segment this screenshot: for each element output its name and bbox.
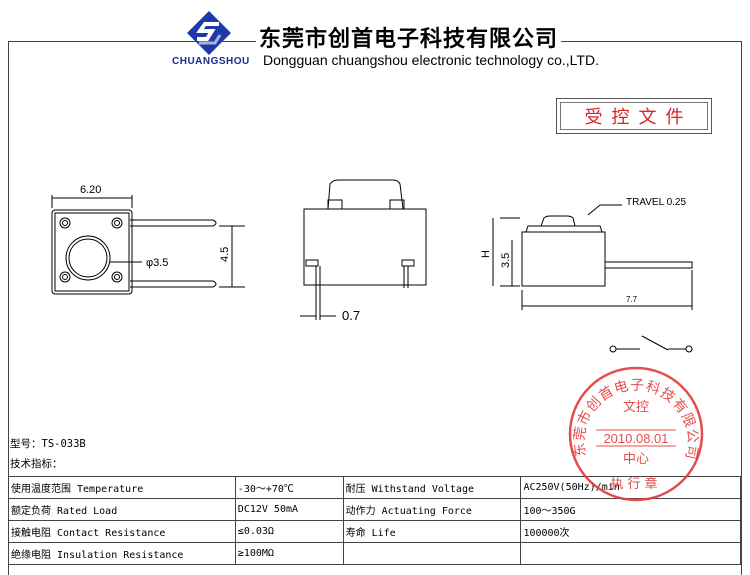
dim-diameter-label: φ3.5 xyxy=(146,257,168,269)
spec-cell: 额定负荷 Rated Load xyxy=(8,498,236,521)
right-border xyxy=(741,41,742,575)
spec-table: 使用温度范围 Temperature -30～+70℃ 耐压 Withstand… xyxy=(8,476,741,565)
dim-7-7-label: 7.7 xyxy=(626,295,638,304)
company-name-chinese: 东莞市创首电子科技有限公司 xyxy=(256,21,562,53)
spec-cell: ≤0.03Ω xyxy=(234,520,344,543)
spec-cell: ≥100MΩ xyxy=(234,542,344,565)
table-row: 额定负荷 Rated Load DC12V 50mA 动作力 Actuating… xyxy=(8,498,741,521)
dim-height-front-label: 4.5 xyxy=(219,247,231,262)
table-row: 使用温度范围 Temperature -30～+70℃ 耐压 Withstand… xyxy=(8,476,741,499)
spec-cell: 使用温度范围 Temperature xyxy=(8,476,236,499)
dim-pin-label: 0.7 xyxy=(342,308,360,323)
spec-cell: -30～+70℃ xyxy=(234,476,344,499)
stamp-line1: 文控 xyxy=(623,400,649,415)
svg-text:东莞市创首电子科技有限公司: 东莞市创首电子科技有限公司 xyxy=(572,378,701,462)
spec-cell: 接触电阻 Contact Resistance xyxy=(8,520,236,543)
spec-cell: DC12V 50mA xyxy=(234,498,344,521)
dim-width-label: 6.20 xyxy=(80,184,101,196)
table-row: 接触电阻 Contact Resistance ≤0.03Ω 寿命 Life 1… xyxy=(8,520,741,543)
technical-drawing: 6.20 φ3.5 4.5 0.7 TRAVEL 0.25 H 3.5 7.7 xyxy=(51,179,693,353)
stamp-date: 2010.08.01 xyxy=(603,431,668,446)
model-number: 型号：TS-033B xyxy=(10,438,86,450)
spec-cell xyxy=(342,542,522,565)
dim-h-label: H xyxy=(480,250,492,258)
company-logo-icon xyxy=(187,11,231,55)
stamp-bottom: 执行章 xyxy=(610,476,661,492)
spec-cell: 绝缘电阻 Insulation Resistance xyxy=(8,542,236,565)
spec-cell: 寿命 Life xyxy=(342,520,522,543)
spec-cell: 耐压 Withstand Voltage xyxy=(342,476,522,499)
company-stamp-icon: 东莞市创首电子科技有限公司 文控 2010.08.01 中心 执行章 xyxy=(568,366,704,502)
left-border xyxy=(8,41,9,575)
spec-cell: 动作力 Actuating Force xyxy=(342,498,522,521)
company-name-english: Dongguan chuangshou electronic technolog… xyxy=(261,52,601,68)
logo-wordmark: CHUANGSHOU xyxy=(172,56,250,67)
spec-cell: 100000次 xyxy=(520,520,741,543)
table-row: 绝缘电阻 Insulation Resistance ≥100MΩ xyxy=(8,542,741,565)
controlled-document-box: 受控文件 xyxy=(556,98,712,134)
stamp-line2: 中心 xyxy=(623,452,649,467)
controlled-document-label: 受控文件 xyxy=(584,107,693,128)
travel-label: TRAVEL 0.25 xyxy=(626,197,686,208)
dim-3-5-label: 3.5 xyxy=(500,253,512,268)
stamp-ring-text: 东莞市创首电子科技有限公司 xyxy=(572,378,700,462)
spec-cell xyxy=(520,542,741,565)
spec-heading: 技术指标： xyxy=(10,458,63,470)
